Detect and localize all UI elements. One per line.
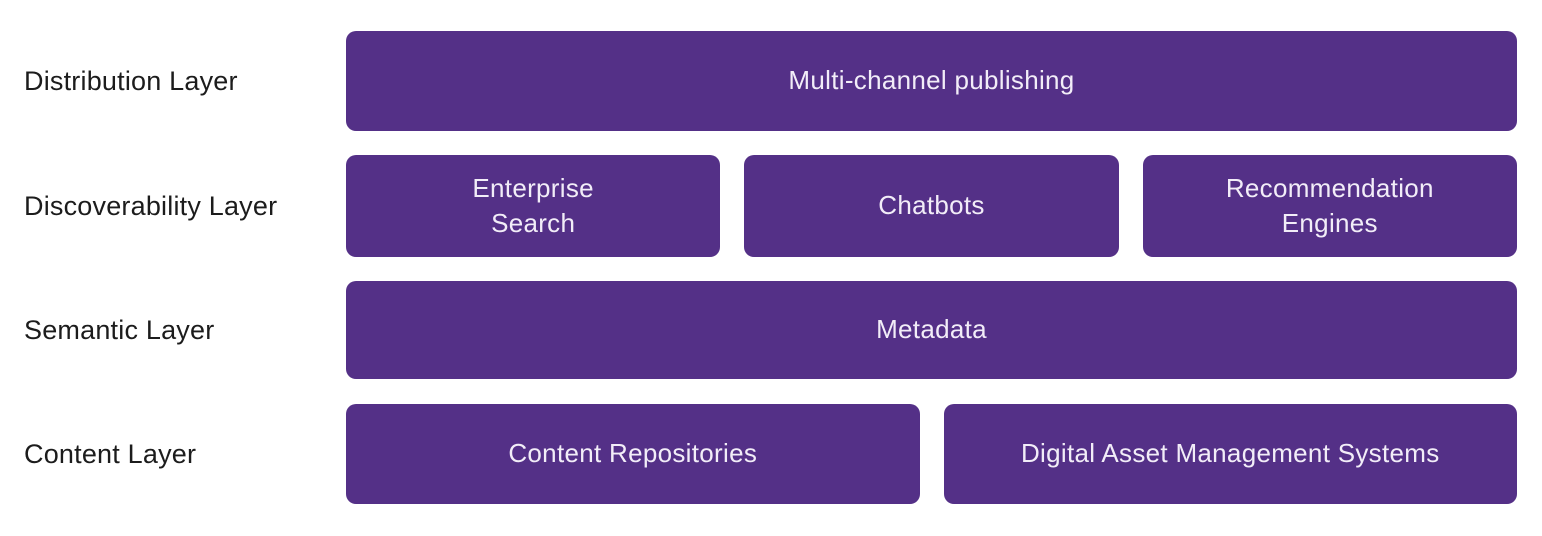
- box-recommendation-engines: Recommendation Engines: [1142, 155, 1517, 257]
- row-boxes-distribution: Multi-channel publishing: [346, 31, 1517, 131]
- row-boxes-discoverability: Enterprise Search Chatbots Recommendatio…: [346, 155, 1517, 257]
- row-label-discoverability-layer: Discoverability Layer: [24, 190, 278, 221]
- box-chatbots: Chatbots: [744, 155, 1119, 257]
- row-boxes-semantic: Metadata: [346, 281, 1517, 379]
- row-semantic-layer: Semantic Layer Metadata: [0, 281, 1517, 379]
- row-boxes-content: Content Repositories Digital Asset Manag…: [346, 404, 1517, 504]
- row-distribution-layer: Distribution Layer Multi-channel publish…: [0, 31, 1517, 131]
- row-label-semantic-layer: Semantic Layer: [24, 314, 215, 345]
- box-content-repositories: Content Repositories: [346, 404, 920, 504]
- box-digital-asset-management-systems: Digital Asset Management Systems: [943, 404, 1517, 504]
- row-label-distribution-layer: Distribution Layer: [24, 65, 238, 96]
- row-label-content-layer: Content Layer: [24, 438, 197, 469]
- row-content-layer: Content Layer Content Repositories Digit…: [0, 404, 1517, 504]
- box-multi-channel-publishing: Multi-channel publishing: [346, 31, 1517, 131]
- box-enterprise-search: Enterprise Search: [346, 155, 721, 257]
- row-discoverability-layer: Discoverability Layer Enterprise Search …: [0, 155, 1517, 257]
- box-metadata: Metadata: [346, 281, 1517, 379]
